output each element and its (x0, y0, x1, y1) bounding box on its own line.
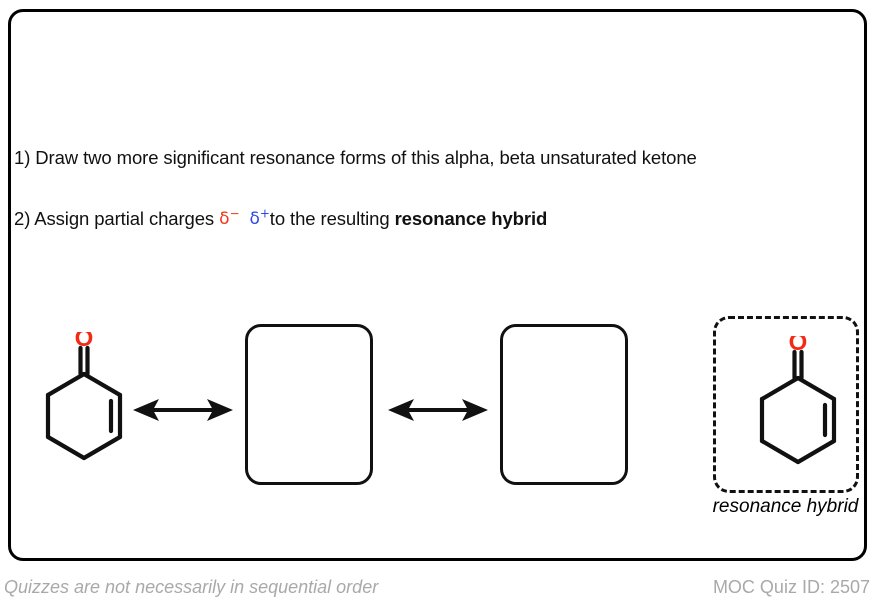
double-headed-arrow-icon (388, 399, 488, 421)
footer-note: Quizzes are not necessarily in sequentia… (4, 577, 379, 597)
oxygen-label: O (75, 332, 94, 352)
resonance-arrow-2 (386, 395, 490, 430)
hybrid-structure-cyclohexenone: O (752, 329, 844, 491)
bond-c1-c6 (795, 375, 837, 402)
resonance-arrow-1 (131, 395, 235, 430)
quiz-card (8, 9, 867, 561)
question-1-text: 1) Draw two more significant resonance f… (14, 147, 697, 168)
arrow-head-right (462, 399, 488, 421)
delta-positive-sign: + (259, 206, 270, 221)
resonance-hybrid-caption: resonance hybrid (712, 496, 859, 517)
oxygen-label: O (789, 336, 808, 356)
bond-c4-c3 (45, 434, 87, 461)
bond-c5-c4 (81, 434, 123, 461)
answer-box-2[interactable] (500, 324, 628, 485)
arrow-head-left (388, 399, 414, 421)
question-2-prefix: 2) Assign partial charges (14, 208, 220, 229)
delta-negative-sign: − (229, 206, 240, 221)
question-2-middle: to the resulting (269, 208, 395, 229)
delta-positive-glyph: δ (249, 209, 260, 229)
bond-c2-c1 (45, 371, 87, 398)
cyclohexenone-drawing: O (759, 329, 837, 465)
double-headed-arrow-icon (133, 399, 233, 421)
footer-quiz-id: MOC Quiz ID: 2507 (712, 577, 870, 597)
bond-c1-c6 (81, 371, 123, 398)
bond-c4-c3 (759, 438, 801, 465)
delta-positive-symbol: δ+ (249, 206, 270, 229)
question-2-text: 2) Assign partial charges δ− δ+to the re… (14, 206, 548, 230)
arrow-head-right (207, 399, 233, 421)
bond-c5-c4 (795, 438, 837, 465)
delta-negative-symbol: δ− (219, 206, 240, 229)
resonance-hybrid-box (713, 316, 859, 493)
resonance-scheme: O (0, 300, 882, 517)
bond-c2-c1 (759, 375, 801, 402)
reactant-structure-cyclohexenone: O (38, 325, 130, 487)
arrow-head-left (133, 399, 159, 421)
question-2-emphasis: resonance hybrid (394, 208, 548, 229)
delta-spacer (239, 208, 249, 229)
delta-negative-glyph: δ (219, 209, 230, 229)
answer-box-1[interactable] (245, 324, 373, 485)
cyclohexenone-drawing: O (45, 325, 123, 461)
